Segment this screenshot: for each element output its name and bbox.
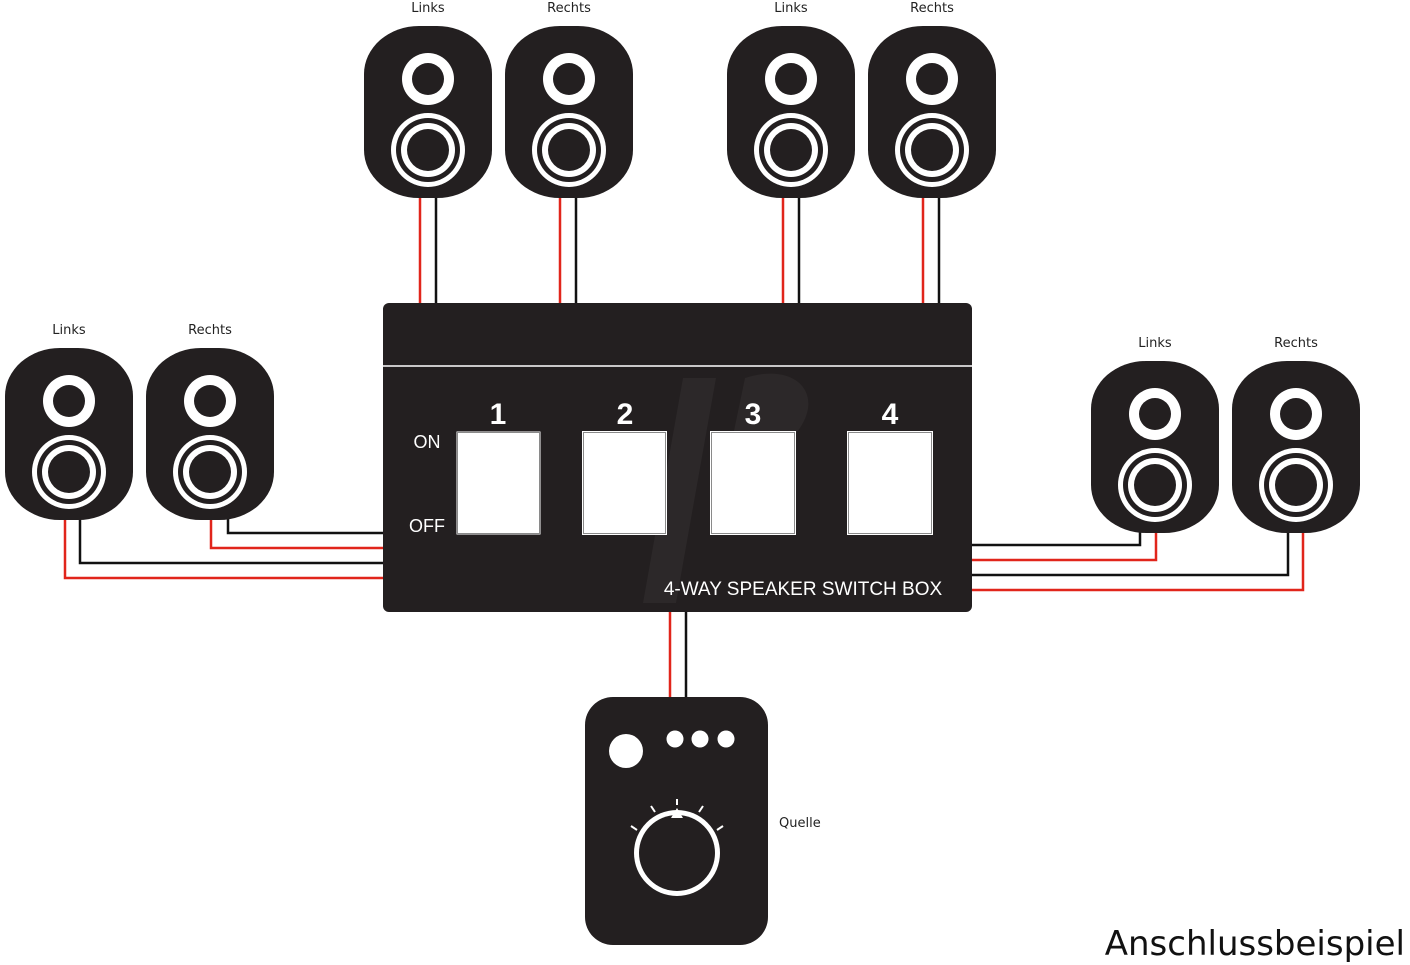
wire-black <box>968 530 1142 547</box>
switch-number: 1 <box>490 398 507 431</box>
watermark-logo <box>643 373 809 603</box>
diagram-caption: Anschlussbeispiel <box>1105 924 1405 964</box>
switch-2[interactable]: 2 <box>582 398 667 535</box>
switch-3[interactable]: 3 <box>710 398 796 535</box>
speaker-right-left: Links <box>1091 336 1219 533</box>
volume-knob-icon[interactable] <box>630 799 724 896</box>
wire-red <box>209 518 386 550</box>
speaker-label: Rechts <box>547 1 591 16</box>
power-indicator-icon <box>609 734 643 768</box>
speaker-top-b-left: Links <box>727 1 855 198</box>
source-label: Quelle <box>779 816 821 831</box>
source-device: Quelle <box>585 697 821 945</box>
switch-number: 2 <box>617 398 634 431</box>
wire-red <box>968 530 1158 562</box>
speaker-left-left: Links <box>5 323 133 520</box>
indicator-light-icon <box>691 730 709 748</box>
speaker-left-right: Rechts <box>146 323 274 520</box>
speaker-label: Links <box>411 1 445 16</box>
speaker-label: Links <box>1138 336 1172 351</box>
speaker-label: Rechts <box>188 323 232 338</box>
switch-4[interactable]: 4 <box>847 398 933 535</box>
speaker-label: Links <box>774 1 808 16</box>
indicator-light-icon <box>666 730 684 748</box>
speaker-right-right: Rechts <box>1232 336 1360 533</box>
indicator-light-icon <box>717 730 735 748</box>
wire-red <box>968 530 1305 592</box>
wire-black <box>78 518 386 565</box>
wire-black <box>968 530 1290 577</box>
speaker-label: Rechts <box>910 1 954 16</box>
speaker-label: Links <box>52 323 86 338</box>
speaker-top-a-right: Rechts <box>505 1 633 198</box>
switch-1[interactable]: 1 <box>455 398 542 536</box>
switch-number: 3 <box>745 398 762 431</box>
speaker-top-b-right: Rechts <box>868 1 996 198</box>
switch-number: 4 <box>882 398 899 431</box>
speaker-label: Rechts <box>1274 336 1318 351</box>
switch-box: ON OFF 1 2 3 4 4-WAY SPEAKER SWITCH BOX <box>383 303 972 612</box>
on-label: ON <box>414 432 441 452</box>
wire-red <box>63 518 386 580</box>
wires <box>63 196 1305 700</box>
wire-black <box>226 518 386 535</box>
speaker-top-a-left: Links <box>364 1 492 198</box>
off-label: OFF <box>409 516 445 536</box>
box-title: 4-WAY SPEAKER SWITCH BOX <box>664 579 943 600</box>
